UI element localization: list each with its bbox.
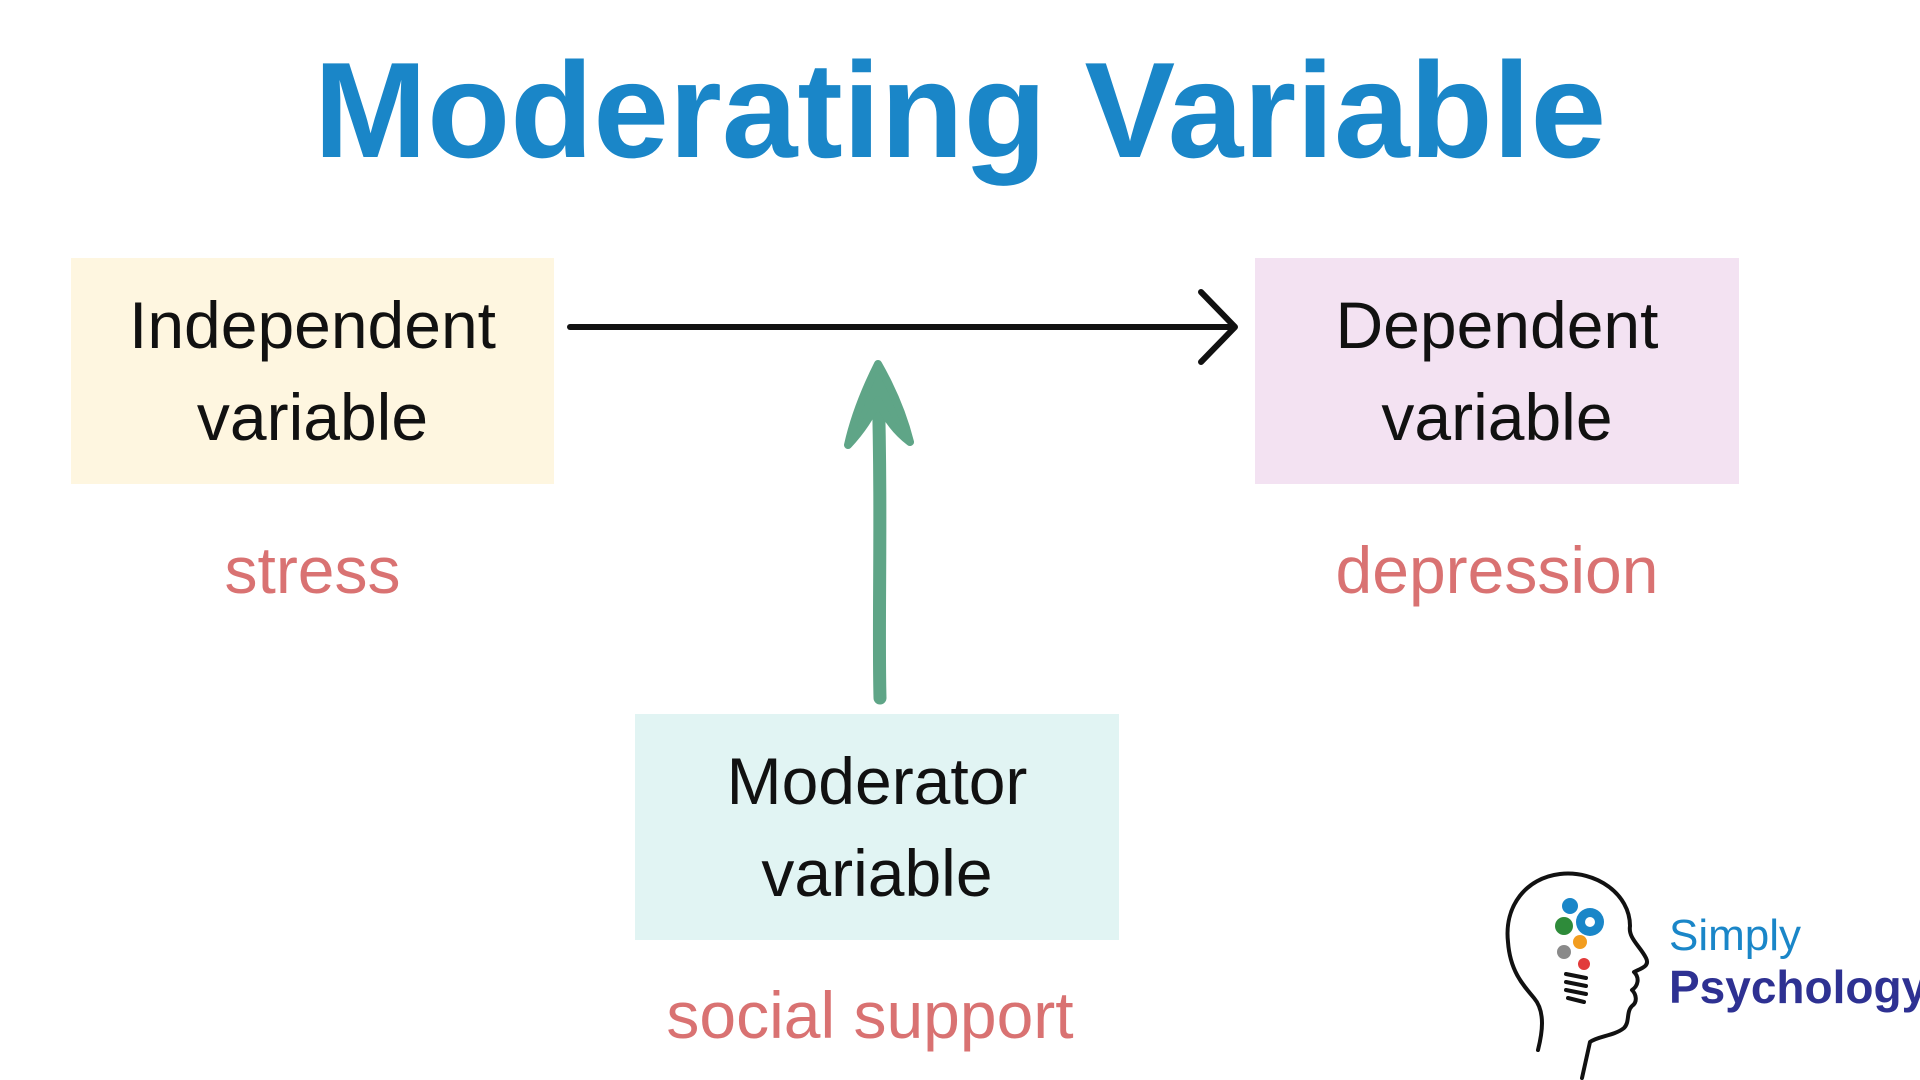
dependent-variable-label: Dependent variable — [1335, 288, 1659, 454]
logo-text-simply: Simply — [1669, 911, 1802, 960]
moderator-arrow-head — [844, 360, 914, 449]
moderator-variable-box: Moderator variable — [635, 714, 1119, 940]
independent-variable-label: Independent variable — [128, 288, 497, 454]
causal-arrow — [567, 289, 1238, 365]
causal-arrow-head — [1198, 289, 1238, 365]
head-with-gears-icon — [1505, 871, 1649, 1080]
moderator-arrow-shaft — [871, 373, 887, 705]
dependent-example-text: depression — [1335, 533, 1659, 607]
diagram-title: Moderating Variable — [313, 34, 1607, 186]
logo-text-psychology: Psychology — [1669, 961, 1920, 1013]
independent-example-text: stress — [224, 533, 401, 607]
moderator-example-text: social support — [666, 978, 1074, 1052]
moderator-arrow — [844, 360, 914, 705]
dependent-variable-box: Dependent variable — [1255, 258, 1739, 484]
simply-psychology-logo: Simply Psychology — [1500, 866, 1920, 1080]
independent-variable-box: Independent variable — [71, 258, 554, 484]
moderator-variable-label: Moderator variable — [726, 744, 1028, 910]
